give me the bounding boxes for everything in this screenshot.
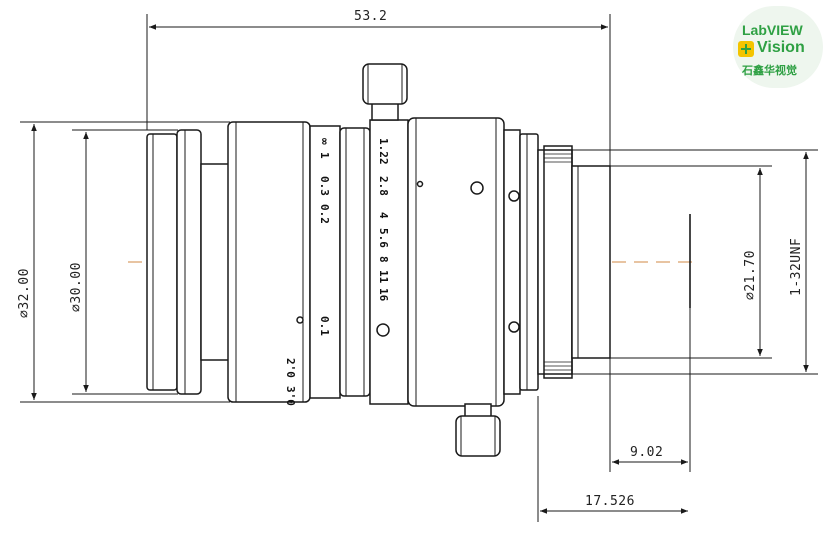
dim-diameter-32: ∅32.00 [17,268,32,318]
watermark-line1: LabVIEW [742,22,803,38]
watermark-line2: Vision [757,39,805,56]
iris-mark-2-8: 2.8 [377,176,390,196]
focus-mark-2ft: 2'0 [284,358,297,378]
watermark-logo: LabVIEW Vision 石鑫华视觉 [733,6,823,88]
dim-thread-spec: 1-32UNF [789,238,804,296]
iris-mark-1-2: 1.2 [377,138,390,158]
iris-mark-8: 8 [377,256,390,263]
thread-hatching [544,149,572,375]
lens-body [146,117,611,407]
iris-mark-5-6: 5.6 [377,228,390,248]
indicator-dots [296,180,520,337]
focus-mark-1: 1 [318,152,331,159]
watermark-line3: 石鑫华视觉 [742,64,797,77]
iris-ring-marks: 1.2 2 2.8 4 5.6 8 11 16 [377,138,390,302]
iris-mark-4: 4 [377,212,390,219]
dim-diameter-21-7: ∅21.70 [743,250,758,300]
plus-icon [738,41,754,57]
bottom-lock-screw [455,403,501,457]
focus-ring-marks: ∞ 1 0.3 0.2 0.1 2'0 3'0 [284,138,331,406]
dim-flange-17-526: 17.526 [585,494,635,509]
focus-mark-3ft: 3'0 [284,386,297,406]
focus-mark-0-3: 0.3 [318,176,331,196]
iris-mark-16: 16 [377,288,390,302]
dim-overall-length: 53.2 [354,9,387,24]
focus-mark-0-1: 0.1 [318,316,331,336]
focus-mark-inf: ∞ [318,138,331,145]
iris-mark-11: 11 [377,270,390,284]
dimension-lines [20,14,818,522]
dim-flange-9-02: 9.02 [630,445,663,460]
iris-mark-2: 2 [377,158,390,165]
top-lock-screw [362,63,408,121]
dim-diameter-30: ∅30.00 [69,262,84,312]
focus-mark-0-2: 0.2 [318,204,331,224]
